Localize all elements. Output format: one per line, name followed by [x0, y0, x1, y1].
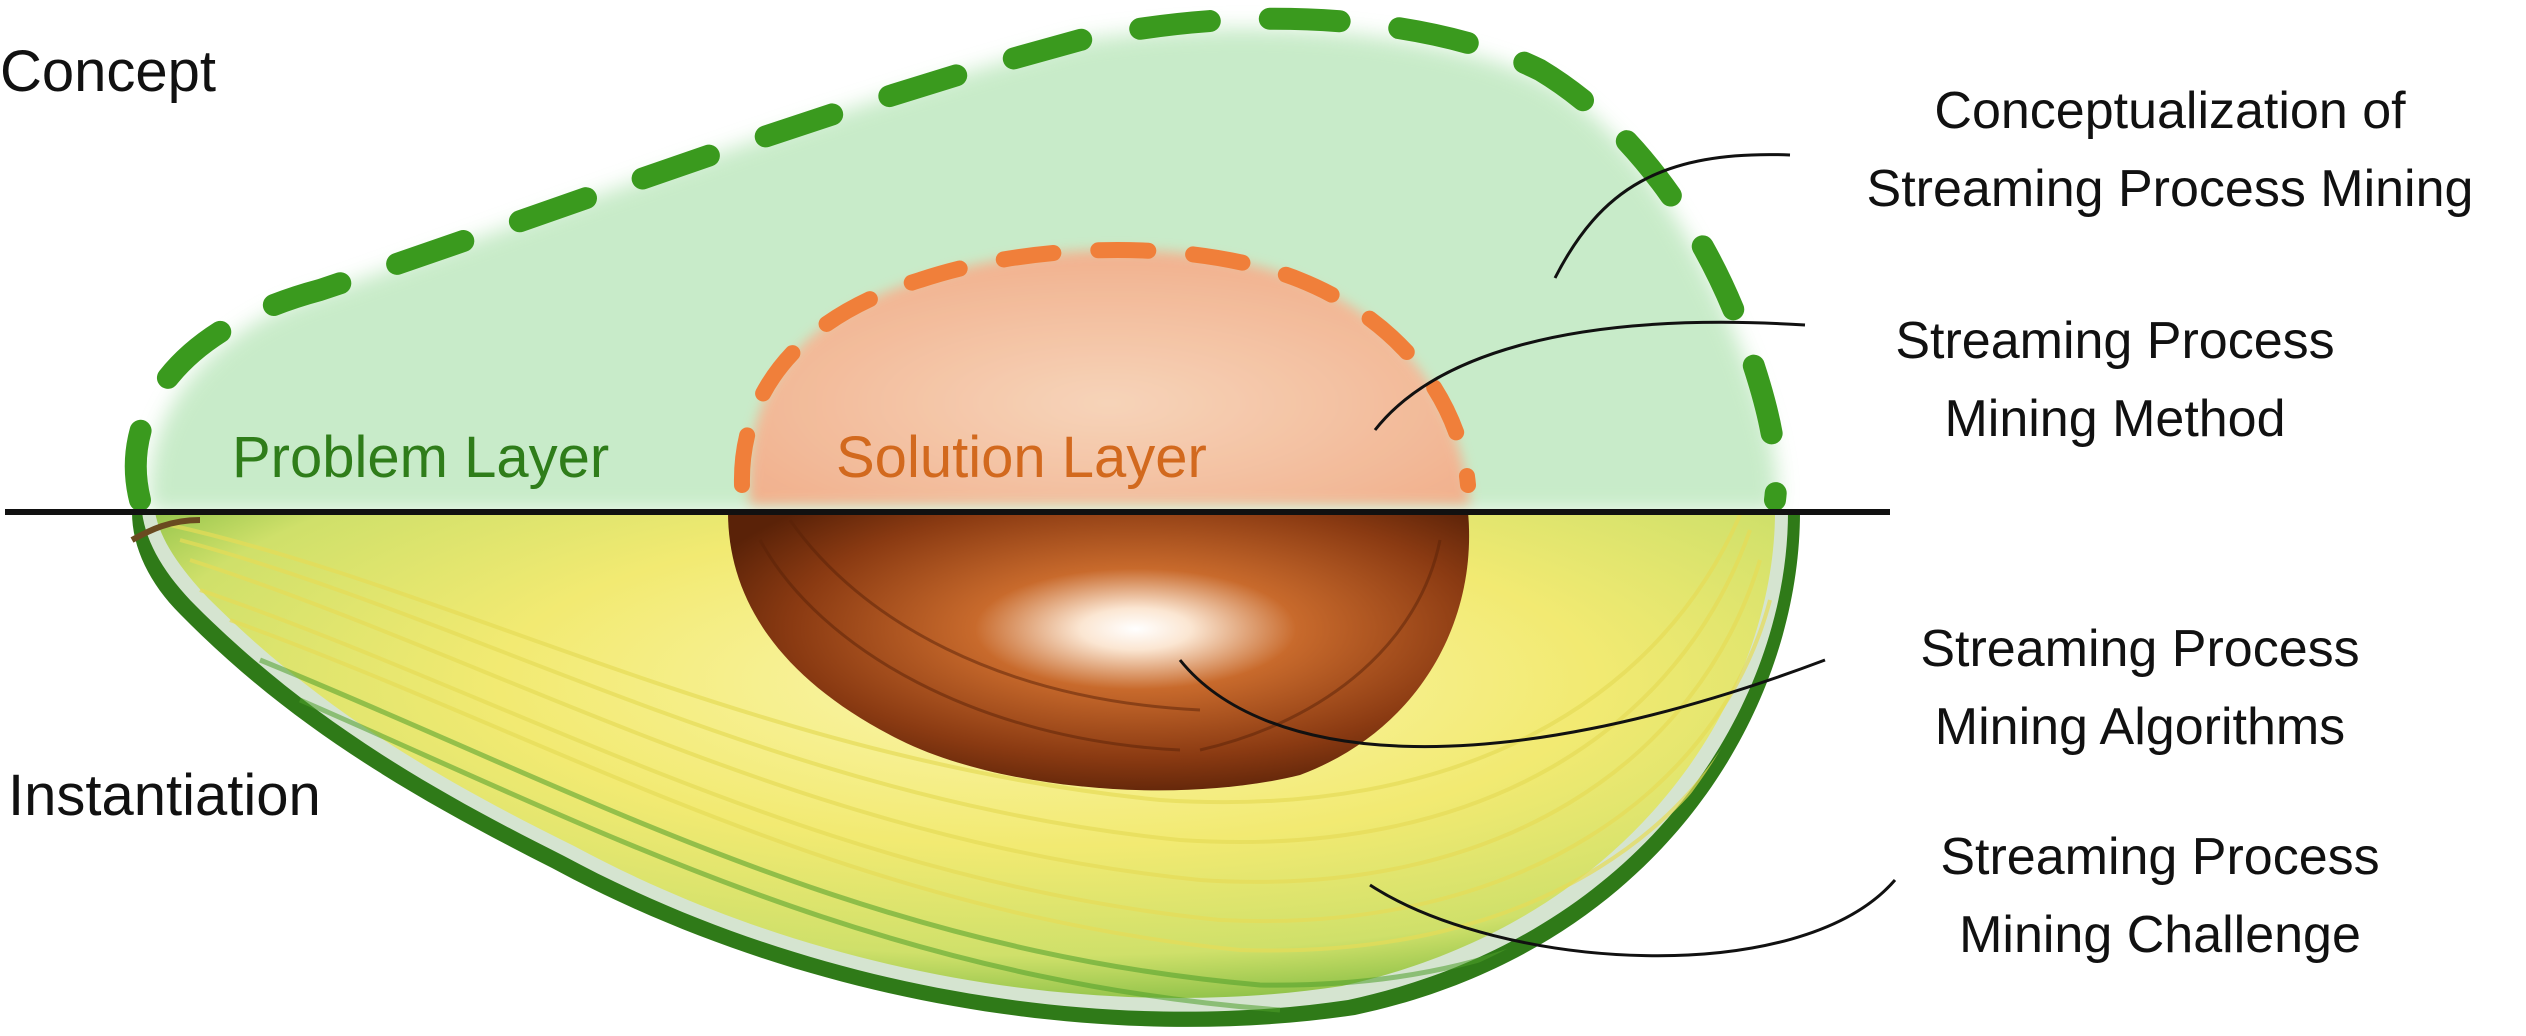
instantiation-label: Instantiation: [8, 763, 321, 828]
annotation-line: Streaming Process: [1920, 620, 2360, 678]
annotation-line: Mining Algorithms: [1934, 698, 2346, 756]
annotation-algorithms: Streaming Process Mining Algorithms: [1840, 610, 2440, 766]
annotation-method: Streaming Process Mining Method: [1820, 302, 2410, 458]
annotation-line: Mining Challenge: [1959, 906, 2361, 964]
problem-layer-label: Problem Layer: [232, 425, 610, 490]
annotation-line: Streaming Process Mining: [1866, 160, 2474, 218]
leader-line-challenge: [1369, 879, 1897, 958]
solution-layer-fill: [748, 250, 1470, 505]
annotation-line: Mining Method: [1944, 390, 2286, 448]
annotation-challenge: Streaming Process Mining Challenge: [1860, 818, 2460, 974]
annotation-line: Streaming Process: [1895, 312, 2335, 370]
leader-line-method: [1373, 320, 1806, 431]
annotation-line: Streaming Process: [1940, 828, 2380, 886]
problem-layer-dashed-outline: [124, 7, 1788, 511]
avocado-seed: [728, 512, 1470, 791]
concept-label: Concept: [0, 39, 217, 104]
leader-line-conceptualization: [1553, 153, 1791, 279]
leader-line-algorithms: [1178, 658, 1826, 749]
solution-layer-dashed-outline: [733, 242, 1476, 493]
solution-layer-label: Solution Layer: [836, 425, 1207, 490]
annotation-line: Conceptualization of: [1934, 82, 2406, 140]
annotation-conceptualization: Conceptualization of Streaming Process M…: [1820, 72, 2520, 228]
